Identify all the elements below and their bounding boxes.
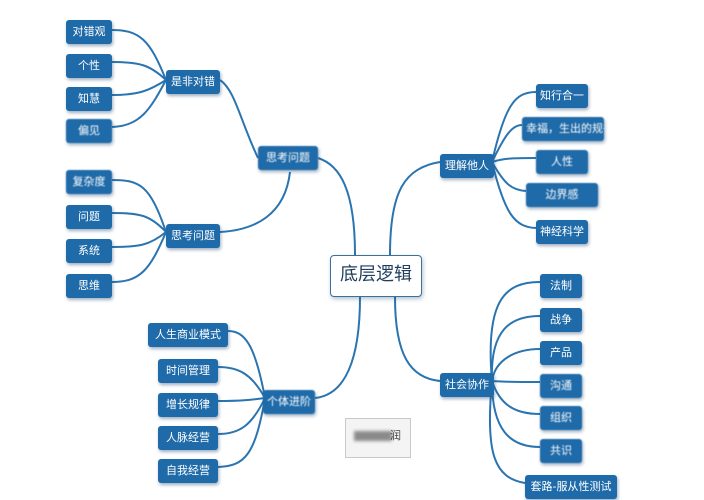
leaf-product[interactable]: 产品	[540, 341, 582, 365]
connector-social-leaf3	[491, 348, 541, 382]
leaf-wisdom[interactable]: 知慧	[66, 87, 112, 111]
leaf-bias[interactable]: 偏见	[66, 119, 112, 143]
branch-thinking-bottom[interactable]: 思考问题	[166, 224, 220, 248]
connector-bl-leaf1	[111, 179, 167, 233]
connector-center-understand	[389, 161, 441, 256]
connector-personal-leaf1	[227, 330, 266, 399]
leaf-system[interactable]: 系统	[66, 239, 112, 263]
connector-bl-leaf2	[111, 212, 167, 233]
connector-sub-leaf1	[111, 29, 167, 81]
connector-understand-leaf2	[491, 124, 523, 163]
connector-social-leaf5	[491, 380, 541, 415]
branch-understand[interactable]: 理解他人	[440, 154, 494, 178]
stamp-text: 润	[390, 429, 401, 442]
connector-understand-leaf5	[491, 161, 537, 229]
branch-social[interactable]: 社会协作	[440, 373, 494, 397]
connector-personal-leaf2	[217, 366, 266, 399]
branch-right-wrong[interactable]: 是非对错	[166, 70, 220, 94]
connector-understand-leaf4	[491, 161, 527, 192]
watermark-stamp: 润	[345, 418, 411, 458]
leaf-life-business-model[interactable]: 人生商业模式	[148, 323, 228, 347]
branch-personal[interactable]: 个体进阶	[263, 390, 315, 414]
leaf-boundary[interactable]: 边界感	[526, 183, 598, 207]
connector-personal-leaf4	[217, 397, 266, 435]
connector-social-leaf2	[490, 315, 541, 382]
leaf-personality[interactable]: 个性	[66, 54, 112, 78]
leaf-communication[interactable]: 沟通	[540, 374, 582, 398]
connector-sub-leaf2	[111, 61, 167, 81]
leaf-war[interactable]: 战争	[540, 308, 582, 332]
connector-thinking-tl-bl	[219, 171, 291, 233]
leaf-right-wrong-view[interactable]: 对错观	[66, 20, 112, 44]
leaf-consensus[interactable]: 共识	[540, 439, 582, 463]
branch-thinking-top[interactable]: 思考问题	[258, 146, 318, 170]
connector-personal-leaf3	[217, 397, 266, 402]
leaf-complexity[interactable]: 复杂度	[66, 170, 112, 194]
leaf-law[interactable]: 法制	[540, 274, 582, 298]
connector-sub-leaf4	[111, 79, 167, 128]
stamp-blurred-text	[354, 431, 392, 441]
leaf-time-management[interactable]: 时间管理	[158, 359, 218, 383]
connector-bl-leaf4	[111, 231, 167, 283]
leaf-growth-law[interactable]: 增长规律	[158, 393, 218, 417]
leaf-thinking[interactable]: 思维	[66, 274, 112, 298]
leaf-happiness[interactable]: 幸福，生出的规律	[522, 117, 604, 141]
leaf-self-management[interactable]: 自我经营	[158, 459, 218, 483]
leaf-unity-knowledge-action[interactable]: 知行合一	[536, 84, 588, 108]
connector-social-leaf7	[488, 380, 526, 484]
center-node[interactable]: 底层逻辑	[330, 255, 422, 297]
connector-bl-leaf3	[111, 231, 167, 248]
connector-thinking-tl-sub	[219, 79, 259, 159]
leaf-network[interactable]: 人脉经营	[158, 426, 218, 450]
connector-personal-leaf5	[217, 397, 266, 468]
connector-understand-leaf1	[491, 91, 537, 163]
leaf-routine-obedience-test[interactable]: 套路-服从性测试	[525, 475, 617, 499]
leaf-organization[interactable]: 组织	[540, 406, 582, 430]
connector-sub-leaf3	[111, 79, 167, 96]
leaf-human-nature[interactable]: 人性	[536, 150, 588, 174]
connector-social-leaf4	[491, 380, 541, 383]
connector-center-personal	[314, 296, 361, 399]
connector-social-leaf1	[489, 281, 541, 382]
connector-center-social	[394, 296, 441, 382]
leaf-problem[interactable]: 问题	[66, 205, 112, 229]
leaf-neuroscience[interactable]: 神经科学	[536, 220, 588, 244]
connector-understand-leaf3	[491, 157, 537, 163]
connector-center-thinking-tl	[317, 157, 356, 256]
